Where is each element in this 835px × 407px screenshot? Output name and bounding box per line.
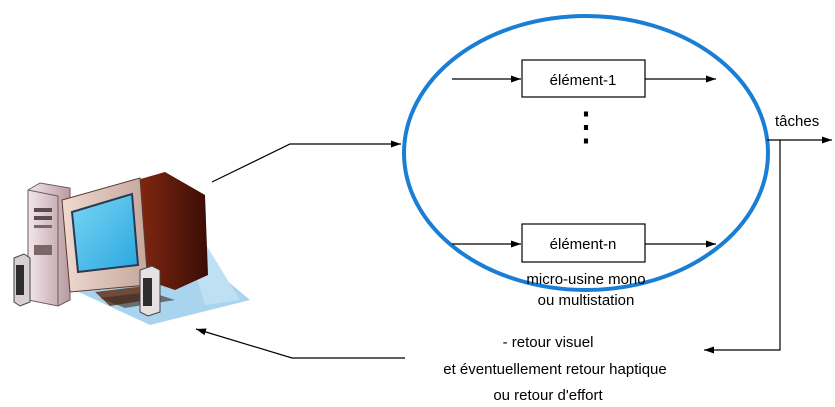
ellipsis-dots: ⋮ xyxy=(566,105,606,149)
element-n-label: élément-n xyxy=(550,236,617,253)
command-arrow xyxy=(211,140,401,183)
element-1-label: élément-1 xyxy=(550,72,617,89)
feedback-to-computer-arrow xyxy=(195,328,405,359)
tasks-label: tâches xyxy=(775,113,819,130)
cell-caption-line1: micro-usine mono xyxy=(526,271,645,288)
cell-caption-line2: ou multistation xyxy=(538,292,635,309)
micro-factory-ellipse xyxy=(402,14,770,292)
feedback-return-arrow xyxy=(704,140,781,354)
feedback-caption-line2: et éventuellement retour haptique xyxy=(443,361,666,378)
feedback-caption-line3: ou retour d'effort xyxy=(493,387,603,404)
element-1-box xyxy=(521,59,646,98)
feedback-caption-line1: - retour visuel xyxy=(503,334,594,351)
element-n-box xyxy=(521,223,646,263)
desktop-computer-icon xyxy=(13,172,250,325)
